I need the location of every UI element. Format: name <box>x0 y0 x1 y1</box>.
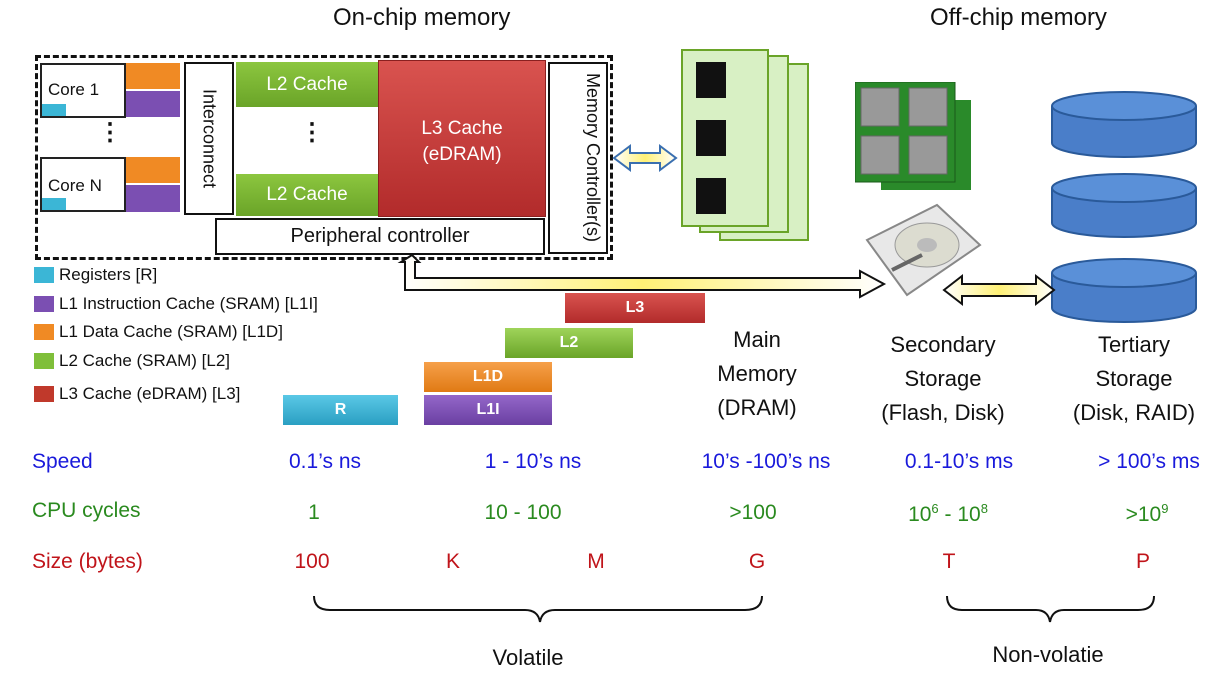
speed-row-label: Speed <box>32 450 93 473</box>
core-n-register <box>42 198 66 210</box>
peripheral-controller: Peripheral controller <box>215 218 545 255</box>
core-1-l1i <box>126 91 180 117</box>
hard-disk-icon <box>865 203 982 297</box>
core-n-l1d <box>126 157 180 183</box>
flash-memory-icon <box>855 82 971 190</box>
legend-swatch <box>34 296 54 312</box>
core-1-box: Core 1 <box>40 63 126 118</box>
memory-controller-box: Memory Controller(s) <box>548 62 608 254</box>
core-1-register <box>42 104 66 116</box>
legend-label: L3 Cache (eDRAM) [L3] <box>59 384 241 403</box>
cycles-cache: 10 - 100 <box>484 501 562 524</box>
speed-main-memory: 10’s -100’s ns <box>701 450 831 473</box>
volatile-brace <box>313 595 763 623</box>
legend-label: L2 Cache (SRAM) [L2] <box>59 351 231 370</box>
core-1-label: Core 1 <box>48 80 100 99</box>
size-peta: P <box>1135 550 1151 573</box>
legend-l1i: L1 Instruction Cache (SRAM) [L1I] <box>34 294 318 314</box>
l2-cache-top: L2 Cache <box>236 62 378 107</box>
legend-label: L1 Data Cache (SRAM) [L1D] <box>59 322 283 341</box>
bar-l1i: L1I <box>424 395 552 425</box>
core-n-label: Core N <box>48 176 102 195</box>
speed-registers: 0.1’s ns <box>289 450 361 473</box>
legend-swatch <box>34 386 54 402</box>
size-mega: M <box>587 550 605 573</box>
interconnect-label: Interconnect <box>199 88 220 189</box>
l3-cache-sublabel: (eDRAM) <box>422 144 502 165</box>
bar-l3: L3 <box>565 293 705 323</box>
speed-tertiary: > 100’s ms <box>1098 450 1200 473</box>
l3-cache-label: L3 Cache <box>421 118 503 139</box>
dram-arrow <box>612 144 678 172</box>
chip-boundary <box>35 55 613 260</box>
l2-cache-bottom: L2 Cache <box>236 174 378 216</box>
size-kilo: K <box>445 550 461 573</box>
peripheral-arrow <box>397 253 887 299</box>
core-1-l1d <box>126 63 180 89</box>
tertiary-storage-icon <box>1051 91 1197 323</box>
bar-l2: L2 <box>505 328 633 358</box>
legend-label: Registers [R] <box>59 265 158 284</box>
legend-swatch <box>34 267 54 283</box>
core-dots: ⋮ <box>98 119 122 146</box>
bar-l1d: L1D <box>424 362 552 392</box>
cycles-row-label: CPU cycles <box>32 499 141 522</box>
cycles-registers: 1 <box>308 501 320 524</box>
interconnect-box: Interconnect <box>184 62 234 215</box>
size-tera: T <box>942 550 956 573</box>
speed-secondary: 0.1-10’s ms <box>904 450 1014 473</box>
nonvolatile-label: Non-volatie <box>992 642 1104 667</box>
legend-l1d: L1 Data Cache (SRAM) [L1D] <box>34 322 283 342</box>
memory-controller-label: Memory Controller(s) <box>583 73 603 243</box>
core-n-l1i <box>126 185 180 212</box>
legend-l2: L2 Cache (SRAM) [L2] <box>34 351 230 371</box>
legend-l3: L3 Cache (eDRAM) [L3] <box>34 384 240 404</box>
legend-label: L1 Instruction Cache (SRAM) [L1I] <box>59 294 318 313</box>
on-chip-header: On-chip memory <box>333 4 511 31</box>
legend-swatch <box>34 324 54 340</box>
legend-swatch <box>34 353 54 369</box>
size-giga: G <box>748 550 766 573</box>
l2-dots: ⋮ <box>300 119 324 146</box>
bar-registers: R <box>283 395 398 425</box>
dram-modules-icon <box>681 49 809 241</box>
l3-cache-box: L3 Cache (eDRAM) <box>378 60 546 217</box>
cycles-tertiary: >109 <box>1125 501 1169 526</box>
volatile-label: Volatile <box>492 645 564 670</box>
cycles-main-memory: >100 <box>729 501 777 524</box>
core-n-box: Core N <box>40 157 126 212</box>
size-registers: 100 <box>294 550 330 573</box>
nonvolatile-brace <box>946 595 1155 623</box>
off-chip-header: Off-chip memory <box>930 4 1107 31</box>
cycles-secondary: 106 - 108 <box>908 501 988 526</box>
legend-registers: Registers [R] <box>34 265 157 285</box>
speed-cache: 1 - 10’s ns <box>484 450 582 473</box>
size-row-label: Size (bytes) <box>32 550 143 573</box>
